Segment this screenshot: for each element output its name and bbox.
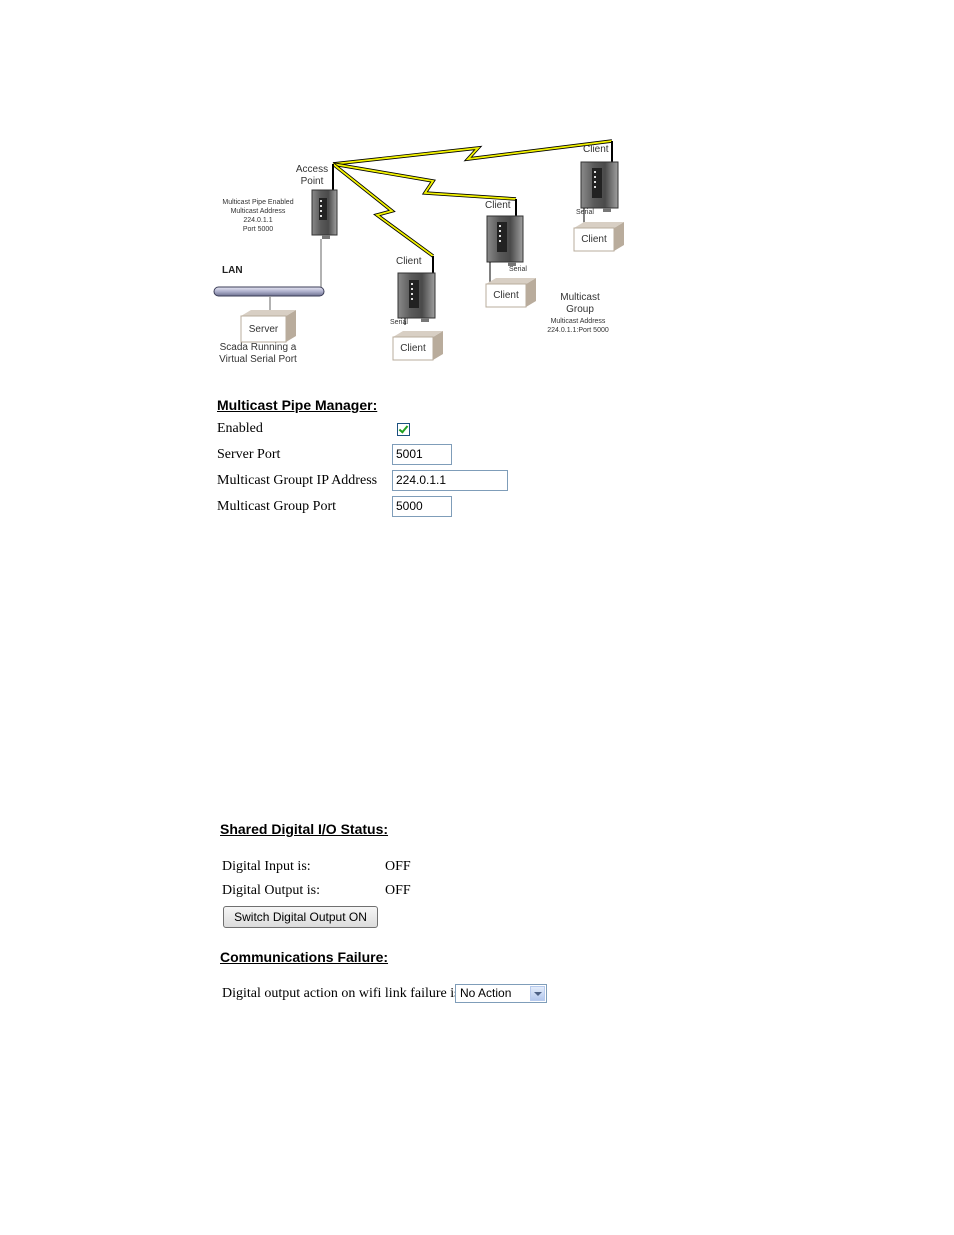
multicast-group-port-label: Multicast Group Port bbox=[217, 499, 336, 514]
serial-label: Serial bbox=[390, 319, 408, 326]
client-label: Client bbox=[583, 144, 609, 155]
serial-label: Serial bbox=[509, 266, 527, 273]
lan-label: LAN bbox=[222, 265, 243, 276]
multicast-group-port-input[interactable]: 5000 bbox=[392, 496, 452, 517]
client-box bbox=[573, 222, 624, 252]
switch-digital-output-button[interactable]: Switch Digital Output ON bbox=[223, 906, 378, 928]
client-box-label: Client bbox=[581, 234, 607, 245]
multicast-pipe-manager-heading: Multicast Pipe Manager: bbox=[217, 397, 378, 413]
client-box bbox=[485, 278, 536, 308]
wireless-link-bolt bbox=[332, 139, 613, 166]
client-box bbox=[392, 331, 443, 361]
ap-config-note: Multicast Pipe Enabled Multicast Address… bbox=[222, 199, 294, 233]
chevron-down-icon[interactable] bbox=[530, 986, 545, 1001]
client-label: Client bbox=[485, 200, 511, 211]
communications-failure-heading: Communications Failure: bbox=[220, 949, 389, 965]
server-caption: Scada Running a Virtual Serial Port bbox=[219, 342, 297, 365]
server-label: Server bbox=[248, 324, 279, 335]
wireless-link-bolt bbox=[331, 162, 435, 258]
multicast-network-diagram bbox=[213, 139, 624, 361]
client-label: Client bbox=[396, 256, 422, 267]
client-device bbox=[397, 272, 436, 325]
multicast-group-ip-input[interactable]: 224.0.1.1 bbox=[392, 470, 508, 491]
shared-digital-io-heading: Shared Digital I/O Status: bbox=[220, 821, 389, 837]
enabled-checkbox[interactable] bbox=[397, 423, 410, 436]
link-failure-action-value: No Action bbox=[460, 986, 512, 1000]
wireless-link-bolt bbox=[332, 162, 517, 201]
access-point-device bbox=[311, 189, 338, 239]
client-device bbox=[580, 161, 619, 227]
server-port-input[interactable]: 5001 bbox=[392, 444, 452, 465]
server-box bbox=[240, 310, 296, 343]
multicast-group-address-note: Multicast Address 224.0.1.1:Port 5000 bbox=[547, 318, 609, 334]
server-port-label: Server Port bbox=[217, 447, 281, 462]
access-point-label: Access Point bbox=[295, 164, 329, 187]
digital-output-value: OFF bbox=[385, 883, 411, 898]
multicast-group-label: Multicast Group bbox=[560, 292, 600, 315]
client-box-label: Client bbox=[400, 343, 426, 354]
link-failure-action-select[interactable]: No Action bbox=[455, 984, 547, 1003]
client-box-label: Client bbox=[493, 290, 519, 301]
enabled-label: Enabled bbox=[217, 421, 263, 436]
digital-input-label: Digital Input is: bbox=[222, 859, 311, 874]
lan-bar bbox=[213, 286, 325, 297]
client-device bbox=[486, 215, 524, 282]
digital-input-value: OFF bbox=[385, 859, 411, 874]
digital-output-label: Digital Output is: bbox=[222, 883, 320, 898]
serial-label: Serial bbox=[576, 209, 594, 216]
multicast-group-ip-label: Multicast Groupt IP Address bbox=[217, 473, 378, 488]
link-failure-action-label: Digital output action on wifi link failu… bbox=[222, 986, 460, 1001]
